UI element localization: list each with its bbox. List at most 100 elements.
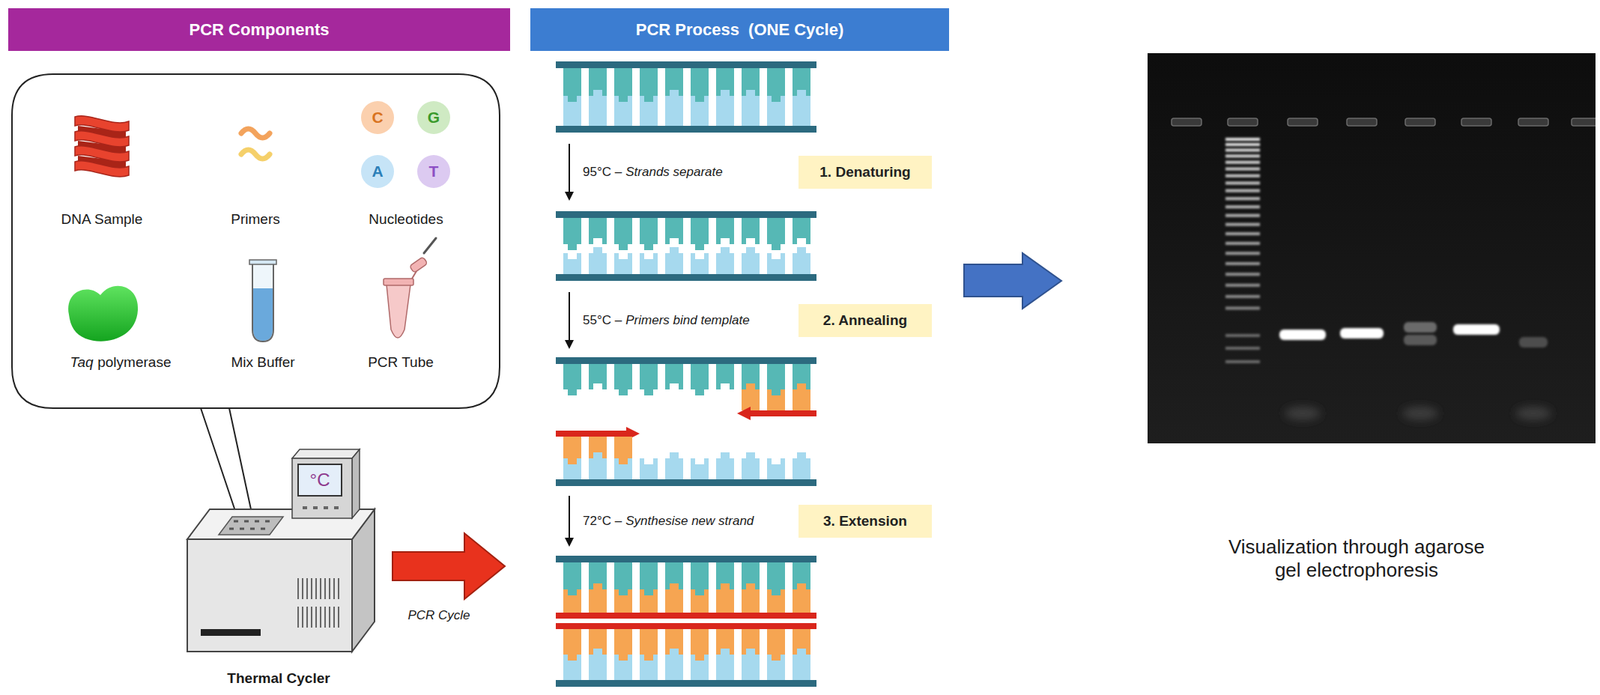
nucleotide-circle: T — [417, 155, 451, 189]
ladder-band — [1225, 334, 1260, 338]
tube-collar — [383, 278, 414, 286]
dye-front — [1284, 406, 1321, 421]
base-block — [690, 458, 709, 480]
base-block — [588, 452, 607, 480]
node-text: PCR Components — [189, 20, 330, 39]
label-line: Taqpolymerase — [70, 354, 172, 372]
ladder-band — [1225, 161, 1260, 165]
label-line: 72°C –Synthesise new strand — [582, 513, 754, 529]
base-block — [690, 253, 709, 275]
sample-band — [1340, 328, 1384, 339]
base-block — [639, 253, 658, 275]
base-block — [716, 583, 735, 613]
base-block — [741, 383, 760, 411]
base-block — [792, 247, 811, 275]
base-block — [588, 217, 607, 245]
base-block — [690, 654, 709, 681]
base-block — [767, 389, 786, 411]
gel-background — [1147, 53, 1596, 444]
primer-arrowhead — [737, 406, 751, 421]
base-block — [716, 247, 735, 275]
ladder-band — [1225, 241, 1260, 245]
gel-well — [1346, 118, 1377, 126]
panel-buttons — [302, 506, 339, 510]
icon-label: Taq — [70, 354, 94, 371]
base-block — [614, 95, 633, 126]
primers-icon — [241, 128, 270, 159]
mix-buffer-icon — [249, 259, 277, 342]
sample-band — [1519, 337, 1548, 348]
panel-top — [292, 449, 360, 459]
base-block — [563, 217, 582, 251]
gel-well — [1461, 118, 1492, 126]
gel-caption: Visualization through agarose gel electr… — [1228, 535, 1485, 582]
icon-label: DNA Sample — [61, 211, 144, 227]
step-annotation: 55°C – — [582, 313, 622, 328]
buffer-liquid — [253, 288, 273, 341]
ladder-band — [1225, 307, 1260, 311]
base-block — [741, 247, 760, 275]
dna-backbone — [555, 357, 817, 365]
dna-backbone — [555, 479, 817, 487]
step-annotation: Synthesise new strand — [625, 513, 754, 529]
label-line: 55°C –Primers bind template — [582, 313, 750, 329]
device-label: Thermal Cycler — [226, 670, 330, 687]
base-block — [792, 217, 811, 245]
base-block — [767, 458, 786, 480]
dna-backbone — [555, 61, 817, 69]
base-block — [741, 583, 760, 613]
base-block — [563, 654, 582, 681]
ladder-band — [1225, 143, 1260, 147]
base-block — [665, 583, 684, 613]
sample-band — [1279, 329, 1326, 341]
ladder-band — [1225, 189, 1260, 193]
base-block — [665, 452, 684, 480]
step-box: 2. Annealing — [798, 304, 932, 338]
cycler-front — [187, 539, 353, 652]
base-block — [792, 452, 811, 480]
section-header: PCR Components — [8, 8, 511, 51]
base-block — [639, 654, 658, 681]
taq-polymerase-icon — [68, 286, 138, 342]
base-block — [665, 247, 684, 275]
label-line: Primers — [230, 211, 280, 229]
base-block — [690, 217, 709, 251]
base-block — [563, 253, 582, 275]
base-block — [767, 217, 786, 251]
base-block — [588, 648, 607, 681]
dna-sample-icon — [74, 116, 129, 177]
base-block — [639, 217, 658, 251]
nucleotide-circle: G — [417, 101, 451, 135]
gel-well — [1518, 118, 1549, 126]
ladder-band — [1225, 346, 1260, 350]
circle-fill — [417, 155, 451, 189]
ladder-band — [1225, 272, 1260, 276]
ladder-band — [1225, 262, 1260, 266]
panel-side — [352, 449, 360, 519]
step-box: 3. Extension — [798, 504, 932, 538]
gel-well — [1287, 118, 1318, 126]
base-block — [716, 217, 735, 245]
dye-front — [1515, 406, 1552, 421]
base-block — [690, 364, 709, 396]
tube-glass — [252, 263, 274, 342]
sample-band — [1453, 324, 1500, 335]
icon-label: PCR Tube — [367, 354, 434, 371]
heat-block-wells — [229, 521, 270, 529]
ribbon-front — [74, 146, 129, 162]
step-annotation: Strands separate — [625, 164, 723, 180]
base-block — [588, 89, 607, 126]
ladder-band — [1225, 360, 1260, 364]
base-block — [665, 89, 684, 126]
base-block — [588, 364, 607, 390]
icon-label: Primers — [230, 211, 280, 227]
speech-bubble — [11, 74, 500, 409]
dye-front — [1402, 406, 1439, 421]
pipette-tip — [423, 238, 436, 254]
tube-body — [386, 284, 411, 338]
base-block — [792, 648, 811, 681]
sample-band — [1403, 334, 1437, 346]
blue-arrow — [964, 253, 1062, 309]
